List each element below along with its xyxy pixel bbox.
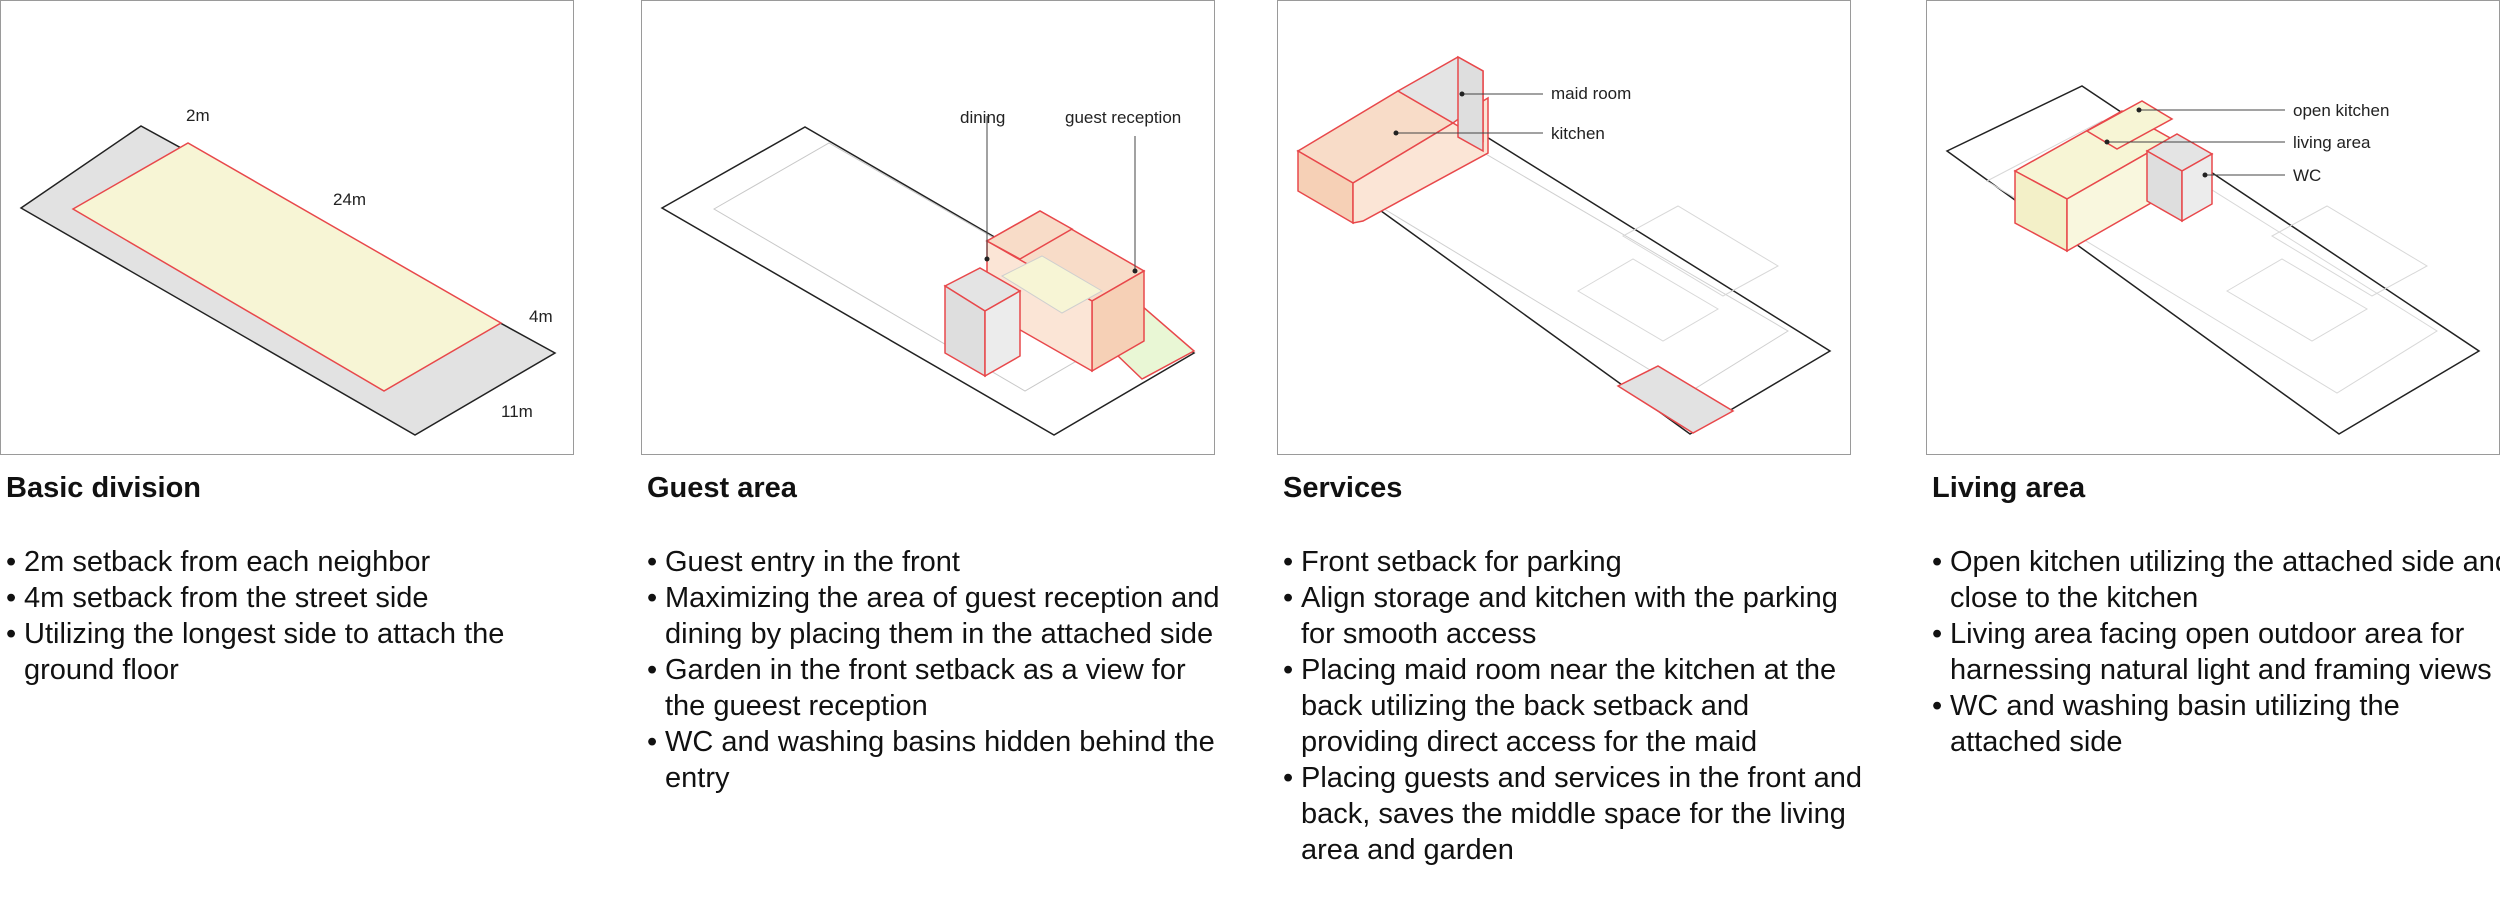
diagram-frame: maid room kitchen [1277, 0, 1851, 455]
diagram-frame: 2m 24m 4m 11m [0, 0, 574, 455]
buildable-area [71, 142, 503, 392]
setback-line [1985, 120, 2438, 394]
bullet-item: •Guest entry in the front [647, 546, 960, 578]
panel-title: Services [1283, 472, 1403, 504]
bullet-item: •Align storage and kitchen with the park… [1283, 582, 1838, 650]
bullet-list: •2m setback from each neighbor •4m setba… [6, 544, 586, 688]
diagram-frame: dining guest reception [641, 0, 1215, 455]
bullet-list: •Open kitchen utilizing the attached sid… [1932, 544, 2500, 760]
bullet-item: •Living area facing open outdoor area fo… [1932, 618, 2492, 686]
label-dining: dining [960, 108, 1005, 127]
site-division-diagram: 2m 24m 4m 11m [19, 106, 557, 436]
diagram-frame: open kitchen living area WC [1926, 0, 2500, 455]
label-open-kitchen: open kitchen [2293, 101, 2389, 120]
bullet-item: •Garden in the front setback as a view f… [647, 654, 1186, 722]
ghost-volume [1621, 205, 1780, 297]
bullet-item: •4m setback from the street side [6, 582, 429, 614]
living-area-diagram: open kitchen living area WC [1945, 85, 2481, 435]
wc-side [2181, 152, 2213, 223]
bullet-item: •2m setback from each neighbor [6, 546, 431, 578]
label-kitchen: kitchen [1551, 124, 1605, 143]
bullet-list: •Guest entry in the front •Maximizing th… [647, 544, 1227, 796]
label-2m: 2m [186, 106, 210, 125]
bullet-item: •Placing maid room near the kitchen at t… [1283, 654, 1837, 758]
bullet-item: •WC and washing basin utilizing the atta… [1932, 690, 2400, 758]
wc-side [984, 289, 1021, 378]
dining-top [985, 210, 1074, 260]
kitchen-marker [1393, 130, 1399, 136]
bullet-item: •Open kitchen utilizing the attached sid… [1932, 546, 2500, 614]
label-wc: WC [2293, 166, 2321, 185]
ghost-volume [2270, 205, 2429, 297]
dining-marker [984, 256, 990, 262]
guest-reception-marker [1132, 268, 1138, 274]
ghost-volume [2226, 258, 2368, 342]
site-outline [660, 126, 1196, 436]
bullet-item: •Utilizing the longest side to attach th… [6, 618, 505, 686]
panel-title: Guest area [647, 472, 797, 504]
guest-area-diagram: dining guest reception [660, 108, 1196, 436]
label-maid-room: maid room [1551, 84, 1631, 103]
maid-room-front [1457, 55, 1484, 153]
site-outline [1945, 85, 2481, 435]
label-living-area: living area [2293, 133, 2371, 152]
bullet-item: •Placing guests and services in the fron… [1283, 762, 1862, 866]
open-kitchen-marker [2136, 107, 2142, 113]
services-diagram: maid room kitchen [1296, 55, 1832, 435]
bullet-item: •Maximizing the area of guest reception … [647, 582, 1220, 650]
maid-room-marker [1459, 91, 1465, 97]
label-11m: 11m [501, 402, 533, 421]
bullet-item: •Front setback for parking [1283, 546, 1622, 578]
bullet-item: •WC and washing basins hidden behind the… [647, 726, 1215, 794]
parking-area [1616, 365, 1735, 434]
label-24m: 24m [333, 190, 366, 209]
living-area-marker [2104, 139, 2110, 145]
ghost-volume [1577, 258, 1719, 342]
label-guest-reception: guest reception [1065, 108, 1181, 127]
label-4m: 4m [529, 307, 553, 326]
wc-marker [2202, 172, 2208, 178]
entry-area [1000, 255, 1104, 314]
bullet-list: •Front setback for parking •Align storag… [1283, 544, 1863, 868]
panel-title: Living area [1932, 472, 2086, 504]
panel-title: Basic division [6, 472, 202, 504]
